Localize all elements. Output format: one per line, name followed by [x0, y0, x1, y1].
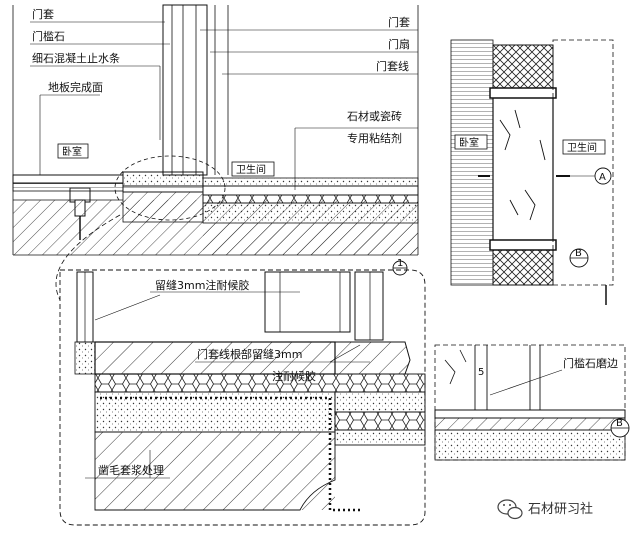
label-gap-sealant: 留缝3mm注耐候胶: [155, 278, 249, 292]
svg-text:1: 1: [397, 258, 403, 269]
marker-b: B: [575, 248, 582, 259]
label-casing-line: 门套线: [376, 59, 409, 73]
marker-a: A: [599, 172, 606, 183]
small-number: 5: [478, 367, 484, 378]
label-root-gap: 门套线根部留缝3mm: [197, 347, 302, 361]
plan-room-bedroom: 卧室: [459, 136, 479, 149]
label-tile: 石材或瓷砖: [347, 109, 402, 123]
wechat-icon: [497, 499, 523, 520]
label-door-casing: 门套: [32, 7, 54, 21]
small-marker-b: B: [616, 418, 623, 429]
label-door-leaf: 门扇: [388, 37, 410, 51]
room-bedroom: 卧室: [62, 145, 82, 158]
label-floor-finish: 地板完成面: [48, 80, 103, 94]
label-threshold-edge: 门槛石磨边: [563, 356, 618, 370]
watermark: 石材研习社: [497, 499, 593, 520]
main-section: 门套 门槛石 细石混凝土止水条 地板完成面 门套 门扇 门套线 石材或瓷砖 专用…: [12, 4, 419, 276]
threshold: [122, 171, 419, 193]
right-leaders: [200, 29, 418, 190]
label-base-treatment: 凿毛套浆处理: [98, 463, 164, 477]
plan-section: 卧室 卫生间 A B: [450, 39, 614, 305]
room-bathroom: 卫生间: [236, 163, 266, 176]
watermark-text: 石材研习社: [528, 501, 593, 517]
label-adhesive: 专用粘结剂: [347, 131, 402, 145]
section-marker-1: 1: [392, 258, 408, 276]
left-leaders: [30, 21, 170, 175]
door-frame: [162, 4, 229, 176]
label-door-casing-right: 门套: [388, 15, 410, 29]
detail-section: 留缝3mm注耐候胶 门套线根部留缝3mm 注耐候胶 凿毛套浆处理: [55, 214, 426, 526]
label-threshold-stone: 门槛石: [32, 29, 65, 43]
label-concrete-waterstop: 细石混凝土止水条: [32, 51, 120, 65]
label-root-sealant: 注耐候胶: [272, 369, 316, 383]
small-section: 门槛石磨边 5 B: [434, 344, 630, 461]
plan-room-bathroom: 卫生间: [567, 141, 597, 154]
